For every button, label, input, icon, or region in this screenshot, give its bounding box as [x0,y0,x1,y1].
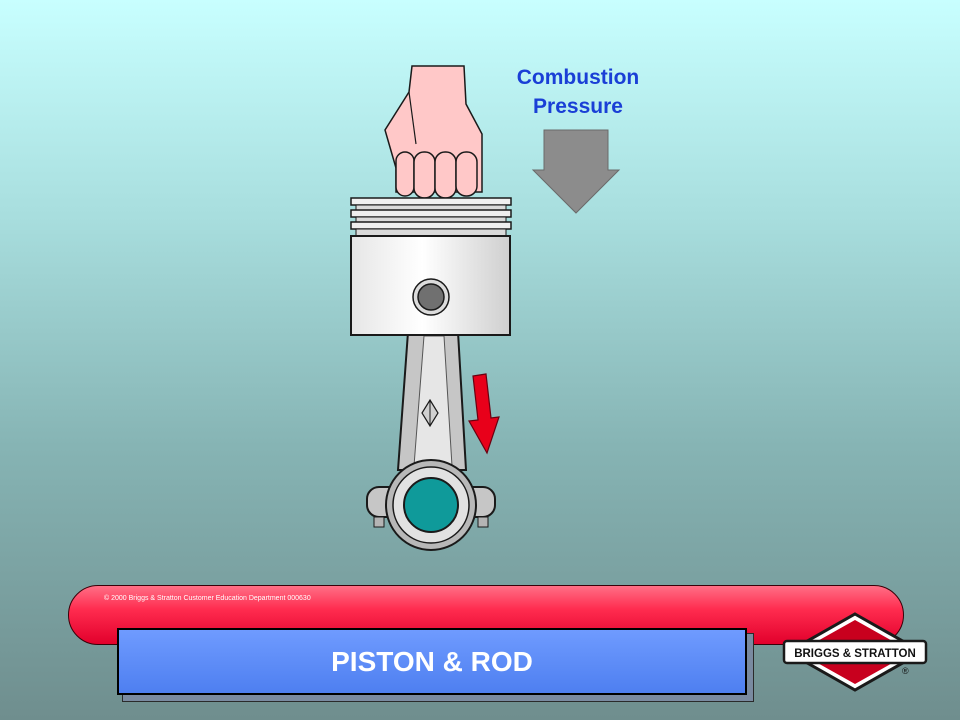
logo-trademark: ® [902,666,909,676]
crank-pin [403,477,459,533]
combustion-label-line2: Pressure [533,95,623,118]
connecting-rod [396,331,468,471]
copyright-text: © 2000 Briggs & Stratton Customer Educat… [104,595,311,602]
title-box: PISTON & ROD [117,628,747,695]
slide-title: PISTON & ROD [331,645,533,677]
hand-illustration [384,65,483,199]
logo-text: BRIGGS & STRATTON [794,648,916,660]
piston-rings [350,197,512,237]
pressure-arrow-icon [531,129,621,214]
combustion-pressure-label: Combustion Pressure [488,63,668,121]
briggs-stratton-logo: BRIGGS & STRATTON ® [782,612,928,692]
combustion-label-line1: Combustion [516,66,640,89]
rod-cap [366,459,496,551]
motion-arrow-icon [468,373,500,455]
